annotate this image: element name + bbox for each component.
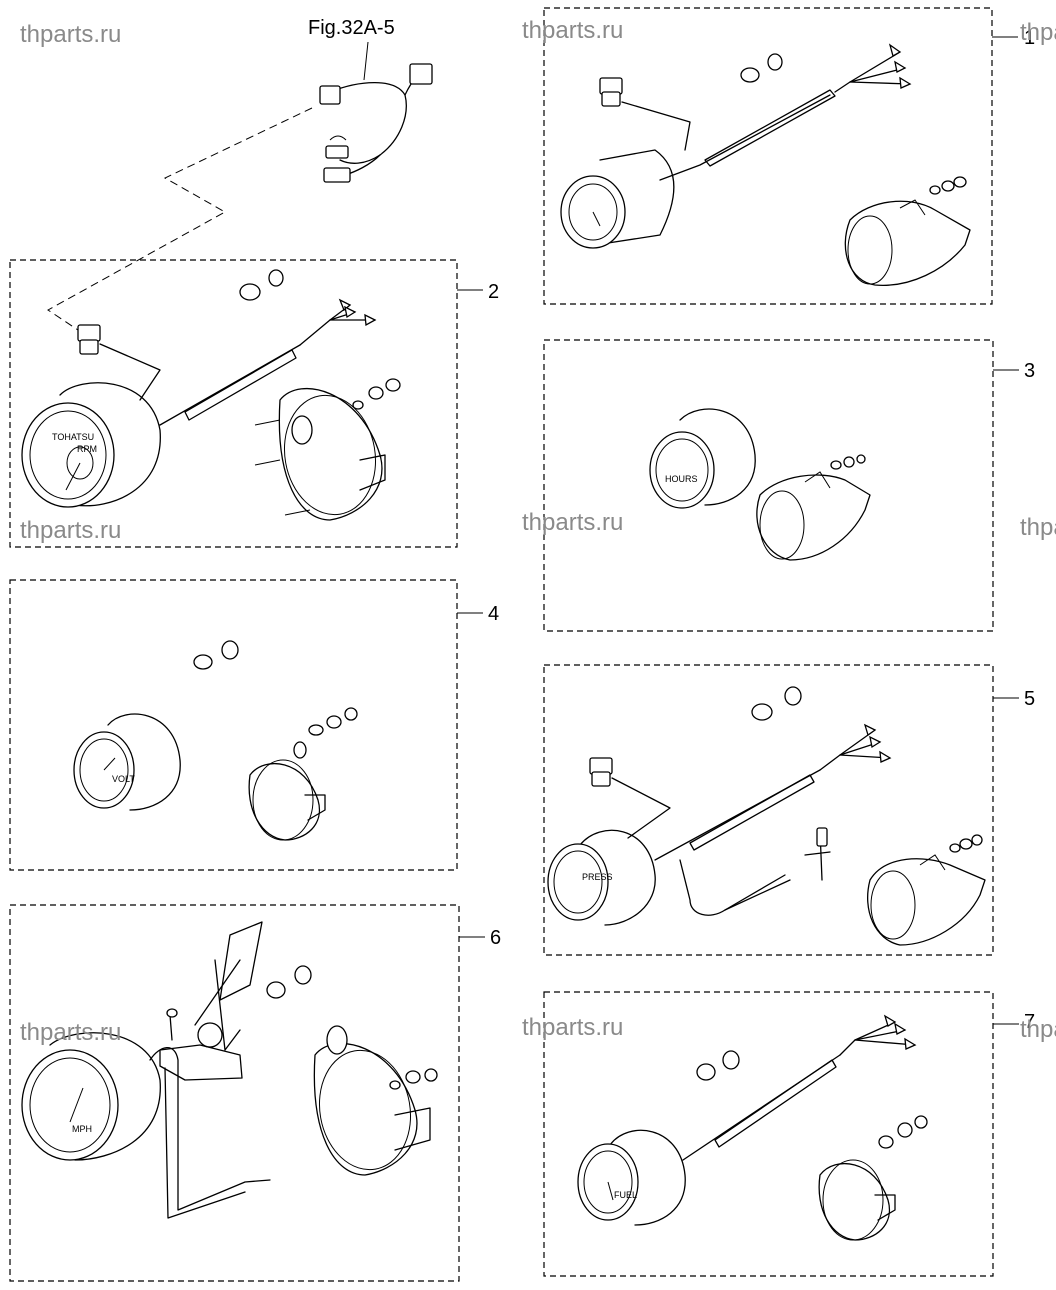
speedometer-assembly-6: MPH <box>21 921 438 1219</box>
callout-7: 7 <box>1024 1011 1035 1033</box>
watermark-9: thparts.ru <box>1020 1016 1056 1043</box>
pressure-gauge-assembly-5: PRESS <box>547 686 986 946</box>
callout-3: 3 <box>1024 360 1035 382</box>
callout-5: 5 <box>1024 688 1035 710</box>
callout-4: 4 <box>488 603 499 625</box>
callout-6: 6 <box>490 927 501 949</box>
speed-dial-label: MPH <box>72 1124 92 1134</box>
figure-reference: Fig.32A-5 <box>308 17 395 39</box>
group-box-3 <box>543 339 994 632</box>
watermark-8: thparts.ru <box>522 1014 623 1041</box>
tachometer-assembly-1 <box>560 43 971 286</box>
watermark-6: thparts.ru <box>1020 514 1056 541</box>
hour-meter-label: HOURS <box>665 474 698 484</box>
watermark-4: thparts.ru <box>20 517 121 544</box>
fuel-gauge-assembly-7: FUEL <box>577 1014 928 1241</box>
group-box-5 <box>543 664 994 956</box>
watermark-3: thparts.ru <box>1020 19 1056 46</box>
watermark-7: thparts.ru <box>20 1019 121 1046</box>
callout-1: 1 <box>1024 27 1035 49</box>
callout-2: 2 <box>488 281 499 303</box>
group-box-2 <box>9 259 458 548</box>
group-box-6 <box>9 904 460 1282</box>
wiring-harness <box>319 41 433 183</box>
hour-meter-assembly-3: HOURS <box>649 408 871 561</box>
group-box-7 <box>543 991 994 1277</box>
harness-link-line <box>47 107 313 331</box>
group-box-1 <box>543 7 993 305</box>
voltmeter-assembly-4: VOLT <box>73 640 358 841</box>
group-box-4 <box>9 579 458 871</box>
watermark-5: thparts.ru <box>522 509 623 536</box>
volt-dial-label: VOLT <box>112 774 135 784</box>
tachometer-assembly-2: RPM TOHATSU <box>21 269 401 521</box>
fuel-dial-label: FUEL <box>614 1190 637 1200</box>
pressure-dial-label: PRESS <box>582 872 613 882</box>
watermark-1: thparts.ru <box>20 21 121 48</box>
tach-dial-label: RPM <box>77 444 97 454</box>
tach-dial-brand: TOHATSU <box>52 432 94 442</box>
watermark-2: thparts.ru <box>522 17 623 44</box>
